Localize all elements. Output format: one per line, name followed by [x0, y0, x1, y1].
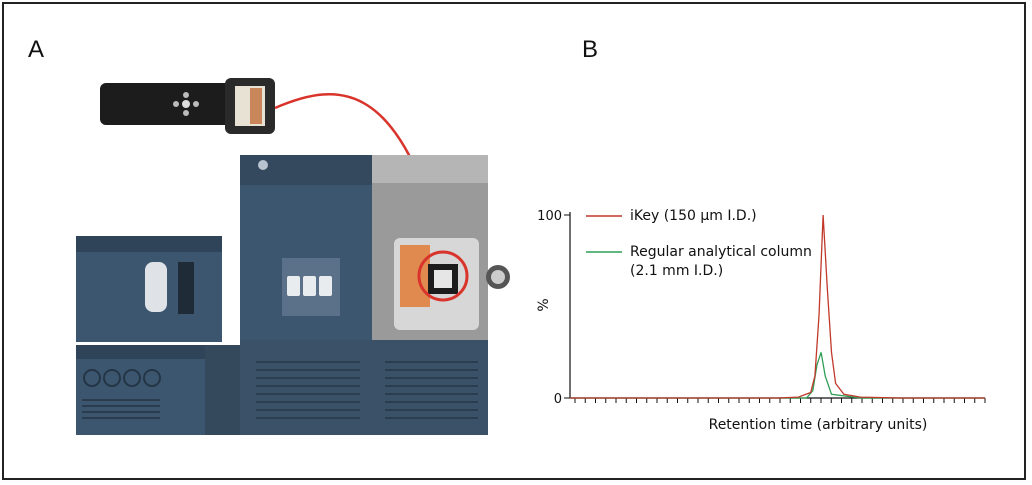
legend-label-line2: (2.1 mm I.D.)	[630, 263, 723, 279]
panel-a-label: A	[28, 36, 45, 63]
y-tick-label: 0	[554, 392, 562, 407]
chart-xlabel: Retention time (arbitrary units)	[709, 417, 928, 433]
series-line	[570, 352, 985, 399]
highlight-circle-icon	[417, 250, 469, 302]
y-tick-label: 100	[537, 209, 562, 224]
lc-module-stack-icon	[76, 236, 243, 435]
series-line	[570, 214, 985, 399]
panel-b-label: B	[582, 36, 599, 63]
lc-ms-instrument-icon	[240, 155, 510, 435]
legend-label: iKey (150 µm I.D.)	[630, 208, 757, 224]
chart-axes: 100 0	[537, 209, 986, 407]
chart-legend: iKey (150 µm I.D.) Regular analytical col…	[586, 208, 812, 279]
ikey-cartridge-icon	[100, 78, 275, 134]
chart-ylabel: %	[536, 298, 552, 311]
chart-series	[570, 214, 985, 399]
legend-label: Regular analytical column	[630, 244, 812, 260]
